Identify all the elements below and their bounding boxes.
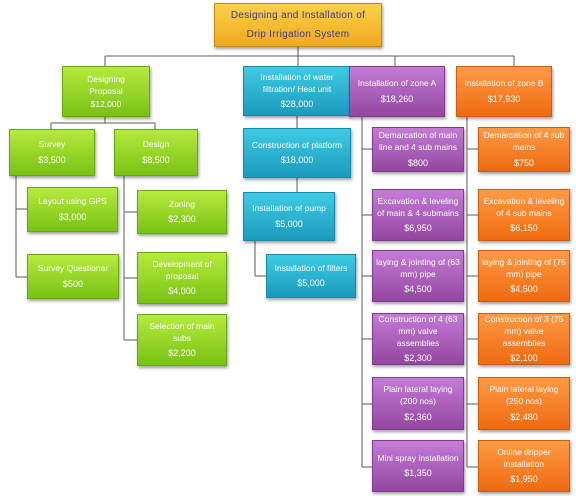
zone-b-item: Construction of 3 (75 mm) valve assembli… — [478, 313, 570, 365]
layout-gps-value: $3,000 — [58, 211, 87, 222]
zone-a-item-value: $1,350 — [404, 468, 432, 479]
root-node: Designing and Installation of Drip Irrig… — [214, 3, 382, 47]
water-filtration-label: Installation of water filtration/ Heat u… — [260, 71, 334, 94]
zone-b-value: $17,930 — [487, 93, 521, 104]
zoning-label: Zoning — [169, 198, 195, 209]
zone-b-item: Demarcation of 4 sub mains $750 — [478, 127, 570, 172]
zone-b-item-label: laying & jointing of (75 mm) pipe — [482, 256, 566, 279]
zone-a-item: laying & jointing of (63 mm) pipe $4,500 — [372, 250, 464, 302]
zone-a-item-label: Mini spray installation — [377, 452, 459, 463]
zone-b-item: laying & jointing of (75 mm) pipe $4,500 — [478, 250, 570, 302]
zone-a-label: Installation of zone A — [357, 78, 437, 89]
development-proposal-node: Development of proposal $4,000 — [137, 252, 227, 304]
zoning-node: Zoning $2,300 — [137, 190, 227, 234]
development-proposal-label: Development of proposal — [152, 258, 212, 281]
survey-questioner-label: Survey Questioner — [37, 263, 109, 274]
platform-label: Construction of platform — [251, 139, 343, 150]
selection-main-subs-value: $2,200 — [168, 348, 196, 359]
zone-b-item: Excavation & leveling of 4 sub mains $6,… — [478, 189, 570, 241]
selection-main-subs-node: Selection of main subs $2,200 — [137, 314, 227, 366]
filters-label: Installation of filters — [274, 262, 348, 273]
zone-a-item-label: laying & jointing of (63 mm) pipe — [376, 256, 460, 279]
zone-a-item: Demarcation of main line and 4 sub mains… — [372, 127, 464, 172]
development-proposal-value: $4,000 — [168, 286, 196, 297]
zone-a-item: Excavation & leveling of main & 4 submai… — [372, 189, 464, 241]
design-node: Design $8,500 — [114, 129, 198, 176]
designing-proposal-value: $12,000 — [90, 98, 122, 109]
zone-b-item-value: $2,480 — [510, 411, 538, 422]
zone-b-item-label: Plain lateral laying (250 nos) — [489, 384, 559, 407]
pump-label: Installation of pump — [252, 203, 326, 214]
survey-questioner-value: $500 — [62, 278, 84, 289]
zone-a-item: Mini spray installation $1,350 — [372, 440, 464, 492]
selection-main-subs-label: Selection of main subs — [149, 320, 215, 343]
zone-a-value: $18,260 — [380, 93, 414, 104]
designing-proposal-label-line2: Proposal — [89, 86, 123, 97]
survey-value: $3,500 — [38, 154, 66, 165]
designing-proposal-node: Designing Proposal $12,000 — [62, 66, 150, 117]
zone-a-item: Construction of 4 (63 mm) valve assembli… — [372, 313, 464, 365]
zone-b-item-value: $1,950 — [510, 474, 538, 485]
platform-value: $18,000 — [280, 155, 314, 166]
platform-node: Construction of platform $18,000 — [243, 128, 351, 178]
zone-a-item: Plain lateral laying (200 nos) $2,360 — [372, 377, 464, 430]
layout-gps-node: Layout using GPS $3,000 — [27, 187, 118, 232]
zone-b-item-value: $750 — [513, 157, 535, 168]
zone-a-item-value: $6,950 — [404, 223, 432, 234]
root-title-line2: Drip Irrigation System — [246, 29, 350, 40]
design-value: $8,500 — [142, 154, 170, 165]
zone-b-item: Plain lateral laying (250 nos) $2,480 — [478, 377, 570, 430]
layout-gps-label: Layout using GPS — [38, 196, 107, 207]
survey-label: Survey — [38, 139, 66, 150]
zone-b-item-value: $6,150 — [510, 223, 538, 234]
filters-node: Installation of filters $5,000 — [266, 254, 356, 298]
pump-node: Installation of pump $5,000 — [243, 192, 335, 241]
zone-a-item-value: $2,300 — [404, 353, 432, 364]
zone-a-node: Installation of zone A $18,260 — [349, 66, 445, 117]
zone-a-item-value: $4,500 — [404, 284, 432, 295]
zone-b-item-label: Construction of 3 (75 mm) valve assembli… — [484, 313, 564, 349]
zone-a-item-value: $2,360 — [404, 411, 432, 422]
pump-value: $5,000 — [275, 218, 303, 229]
root-title-line1: Designing and Installation of — [230, 10, 366, 21]
zone-a-item-label: Excavation & leveling of main & 4 submai… — [377, 195, 459, 218]
water-filtration-value: $28,000 — [280, 99, 314, 110]
survey-questioner-node: Survey Questioner $500 — [27, 254, 119, 299]
survey-node: Survey $3,500 — [9, 129, 95, 176]
designing-proposal-label-line1: Designing — [87, 74, 125, 85]
zone-b-item-label: Online dripper installation — [497, 446, 551, 469]
zone-b-label: Installation of zone B — [464, 78, 544, 89]
zone-b-item-value: $2,100 — [510, 353, 538, 364]
filters-value: $5,000 — [297, 278, 325, 289]
zone-a-item-label: Construction of 4 (63 mm) valve assembli… — [378, 313, 458, 349]
zoning-value: $2,300 — [168, 214, 196, 225]
zone-a-item-label: Demarcation of main line and 4 sub mains — [378, 130, 458, 153]
zone-a-item-value: $800 — [407, 157, 429, 168]
zone-b-item-label: Excavation & leveling of 4 sub mains — [483, 195, 565, 218]
zone-b-node: Installation of zone B $17,930 — [456, 66, 552, 117]
zone-b-item-label: Demarcation of 4 sub mains — [483, 130, 565, 153]
zone-b-item: Online dripper installation $1,950 — [478, 440, 570, 492]
design-label: Design — [142, 139, 170, 150]
water-filtration-node: Installation of water filtration/ Heat u… — [243, 66, 351, 116]
zone-b-item-value: $4,500 — [510, 284, 538, 295]
zone-a-item-label: Plain lateral laying (200 nos) — [383, 384, 453, 407]
